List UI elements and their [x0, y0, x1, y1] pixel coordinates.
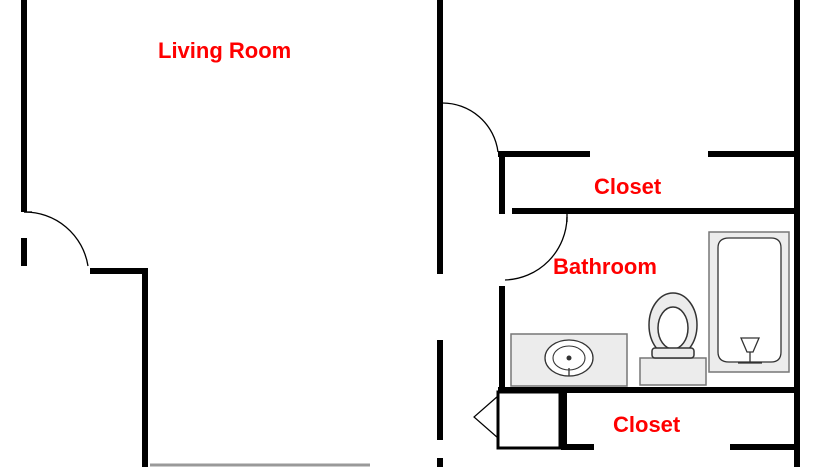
- bifold-door-icon: [473, 390, 562, 450]
- door-swing-icon: [441, 102, 499, 153]
- doors: [23, 102, 568, 281]
- faucet-icon: [738, 337, 762, 364]
- sink-icon: [510, 333, 628, 387]
- walls: [21, 0, 800, 467]
- living-room-label: Living Room: [158, 38, 292, 63]
- bathroom-label: Bathroom: [553, 254, 657, 279]
- closet-lower-label: Closet: [613, 412, 681, 437]
- closet-box: [496, 390, 562, 450]
- door-swing-icon: [23, 211, 89, 267]
- bathtub-icon: [708, 231, 790, 373]
- closet-upper-label: Closet: [594, 174, 662, 199]
- wall-entry-notch: [90, 268, 148, 467]
- door-swing-icon: [504, 216, 568, 281]
- toilet-icon: [639, 292, 707, 386]
